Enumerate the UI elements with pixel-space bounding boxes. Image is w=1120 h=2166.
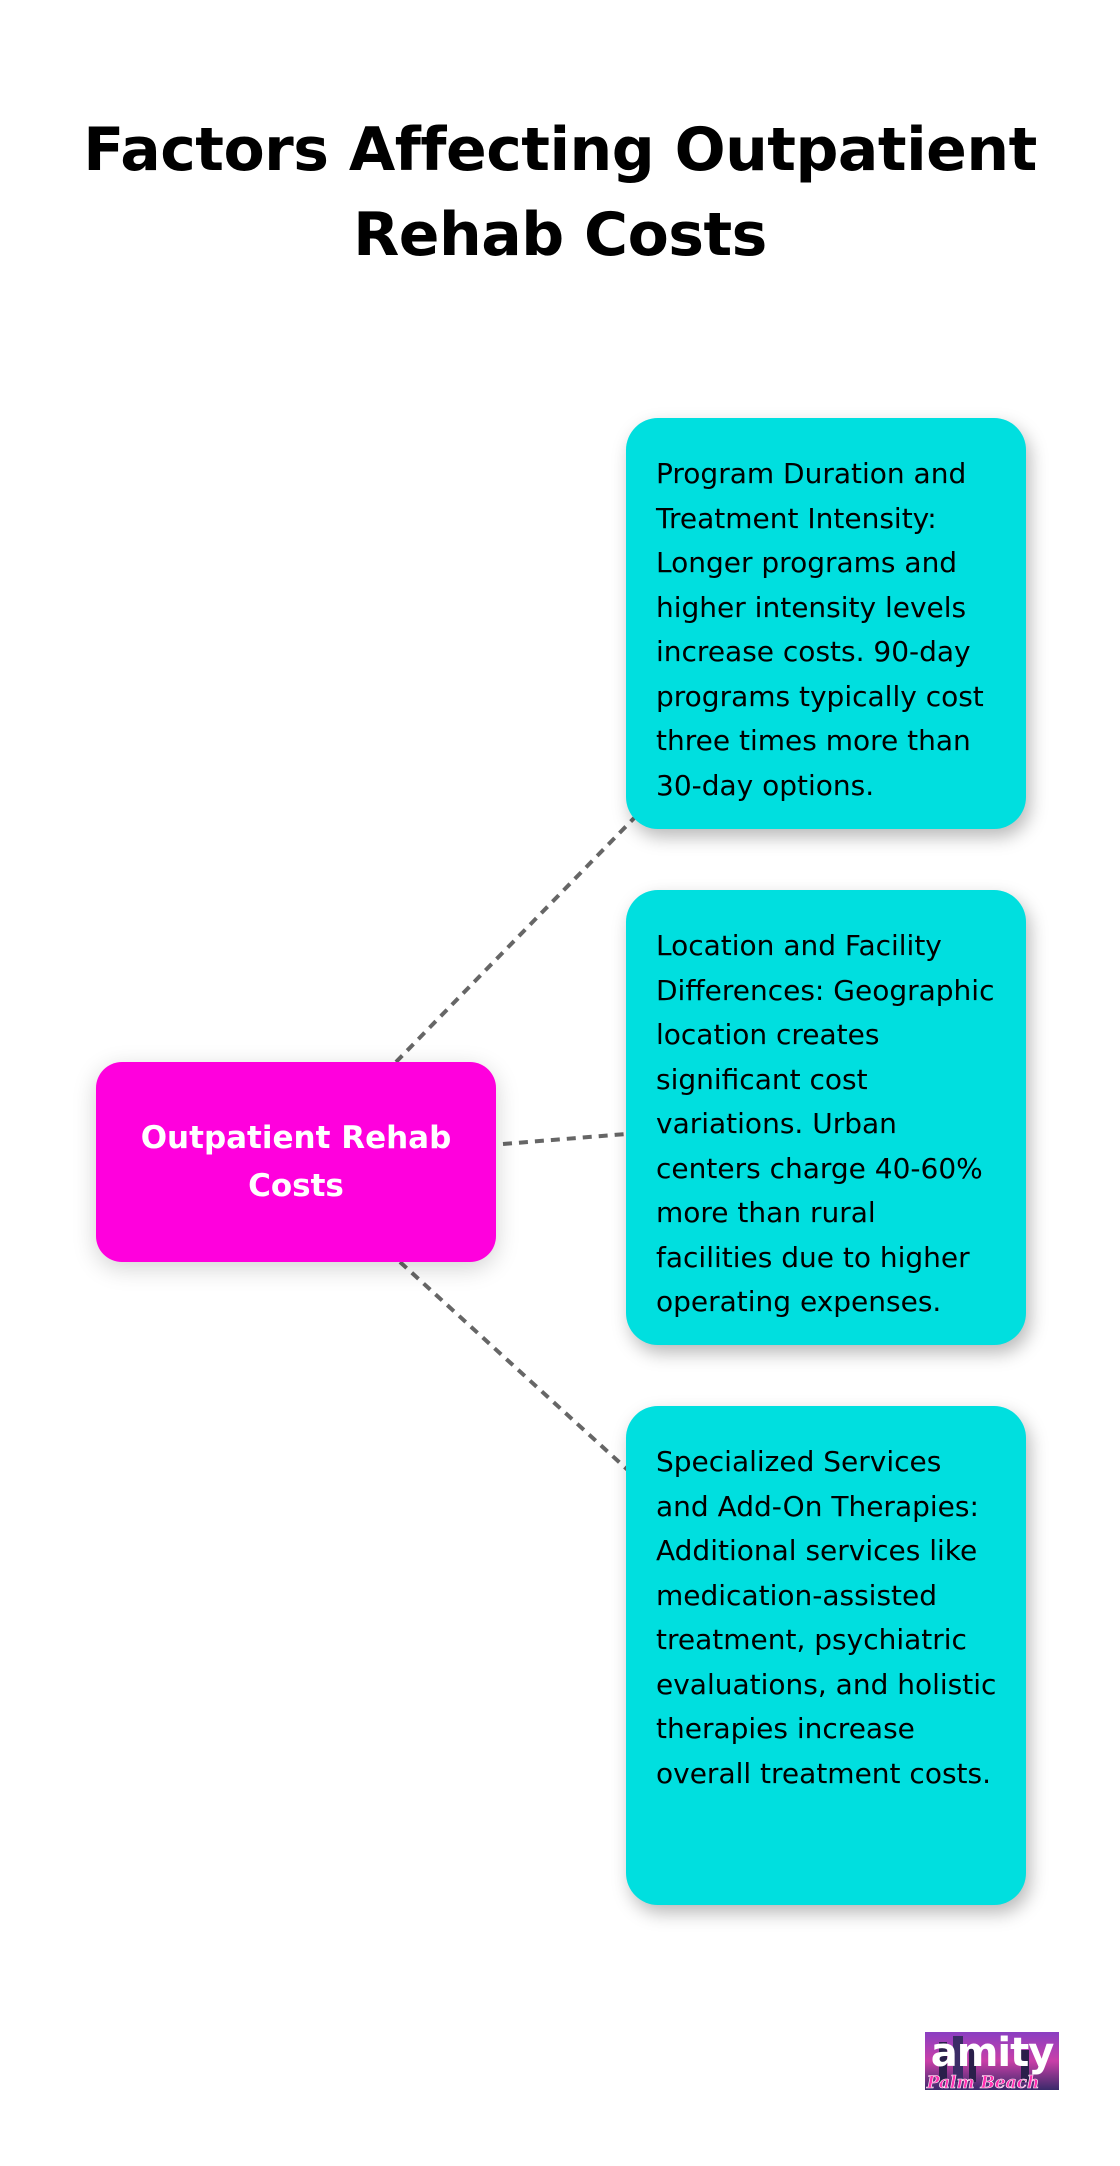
logo-script: Palm Beach: [926, 2073, 1040, 2093]
amity-palm-beach-logo: amity Palm Beach: [925, 2032, 1059, 2093]
connector-factor-2: [502, 1132, 627, 1146]
logo-wordmark: amity: [931, 2032, 1055, 2076]
center-node-label: Outpatient Rehab Costs: [140, 1120, 452, 1204]
factor-node-program-duration: Program Duration and Treatment Intensity…: [626, 418, 1026, 829]
center-node: Outpatient Rehab Costs: [96, 1062, 496, 1262]
connector-factor-1: [394, 810, 642, 1064]
factor-text: Location and Facility Differences: Geogr…: [656, 929, 995, 1318]
factor-node-location: Location and Facility Differences: Geogr…: [626, 890, 1026, 1345]
factor-text: Program Duration and Treatment Intensity…: [656, 457, 984, 802]
page-title: Factors Affecting Outpatient Rehab Costs: [83, 115, 1037, 270]
connector-factor-3: [398, 1260, 632, 1474]
factor-node-specialized-services: Specialized Services and Add-On Therapie…: [626, 1406, 1026, 1905]
factor-text: Specialized Services and Add-On Therapie…: [656, 1445, 997, 1790]
